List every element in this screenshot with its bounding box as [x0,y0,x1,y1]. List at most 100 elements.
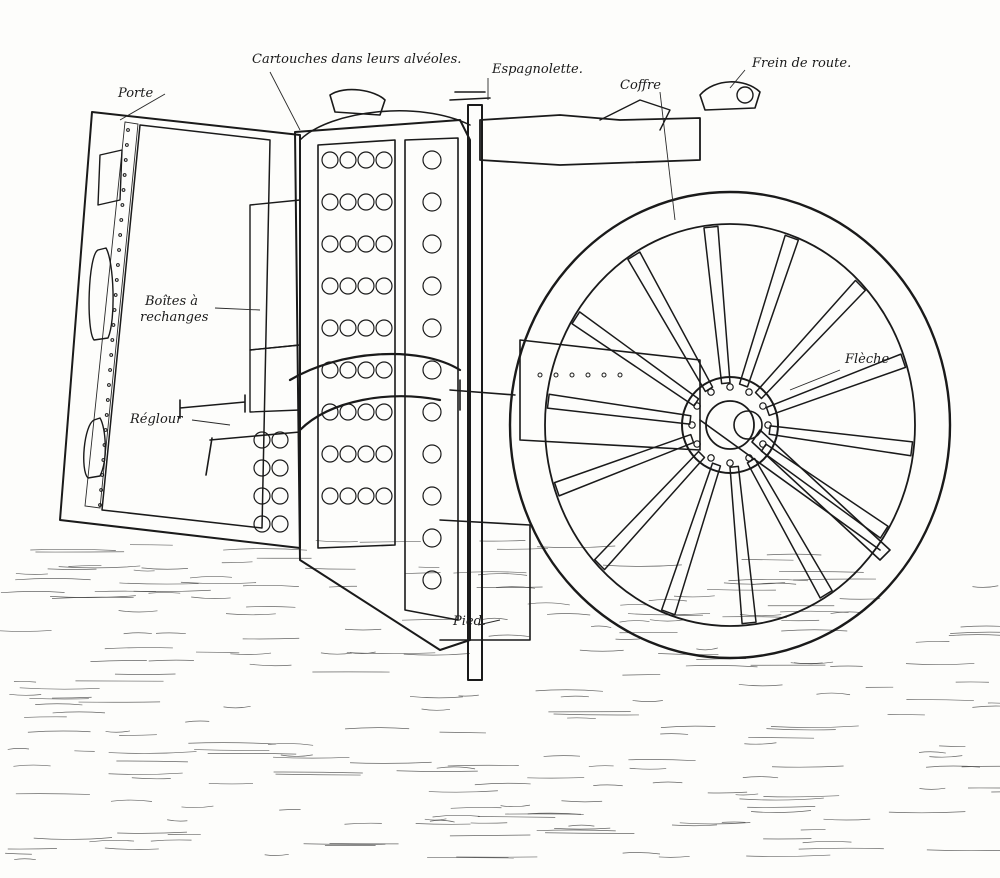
ground-stroke [344,628,382,631]
ground-stroke [273,771,363,774]
ground-stroke [436,766,476,770]
rivet [107,383,111,387]
ground-stroke [919,787,946,790]
wheel [508,190,952,660]
ground-stroke [839,598,881,600]
cartridge-cell [422,150,442,170]
cartridge-cell [357,277,375,295]
ground-stroke [207,752,297,755]
ground-stroke [90,660,147,663]
ground-stroke [679,822,751,825]
rivet [108,368,112,372]
ground-stroke [123,632,152,635]
ground-stroke [766,728,836,731]
ground-stroke [536,829,616,832]
wheel-spoke [765,353,907,417]
ground-stroke [50,595,136,598]
ground-stroke [615,638,640,640]
ground-stroke [751,810,811,813]
ground-stroke [554,827,611,830]
ground-stroke [180,581,257,585]
rivet [601,372,607,378]
cartridge-cell [375,361,393,379]
ground-stroke [396,770,478,772]
wheel-spoke [703,225,731,385]
ground-stroke [987,702,1000,704]
rivet [617,372,623,378]
ground-stroke [738,684,783,687]
ground-stroke [593,784,623,787]
ground-stroke [133,569,155,572]
ground-stroke [560,695,589,698]
ground-stroke [409,696,463,699]
cartridge-cell [339,445,357,463]
ground-stroke [793,661,834,665]
ground-stroke [629,767,667,770]
ground-stroke [167,819,188,822]
rivet [98,503,102,507]
coffre-top [329,81,761,166]
ground-stroke [432,814,480,818]
cartridge-cell [357,319,375,337]
ground-stroke [133,589,211,592]
ground-stroke [950,631,1000,634]
rivet [117,248,121,252]
ground-stroke [476,586,543,588]
axle-end [733,410,763,440]
ground-stroke [728,578,809,582]
ground-stroke [33,837,113,840]
ground-stroke [7,848,57,850]
ground-stroke [429,819,455,823]
ground-stroke [798,847,884,850]
ground-stroke [496,547,548,550]
cartridge-cell [339,487,357,505]
ground-stroke [404,572,441,574]
ground-stroke [500,804,531,808]
cartridge-cell [422,528,442,548]
ground-stroke [482,617,508,620]
rivet [553,372,559,378]
cartridge-cell [321,277,339,295]
cartridge-cell [271,515,289,533]
ground-stroke [359,541,421,543]
ground-stroke [155,632,186,635]
ground-stroke [418,566,440,569]
ground-stroke [660,725,716,729]
ground-stroke [13,681,37,683]
ground-stroke [744,742,777,745]
ground-stroke [742,776,779,779]
cartridge-cell [321,193,339,211]
cartridge-cell [253,459,271,477]
ground-stroke [453,571,527,574]
ground-stroke [622,852,661,855]
ground-stroke [329,585,357,588]
hub-bolt [693,440,701,448]
cartridge-cell [253,487,271,505]
rivet [110,338,115,342]
ground-stroke [766,553,822,556]
ground-stroke [816,692,851,696]
ground-stroke [458,694,479,697]
cartridge-cell [357,193,375,211]
ground-stroke [547,613,591,616]
ground-stroke [185,720,210,723]
ground-stroke [888,811,966,814]
ground-stroke [415,823,471,825]
cartridge-cell [321,487,339,505]
label-espagnolette: Espagnolette. [492,62,583,77]
ground-stroke [649,619,686,622]
ground-stroke [905,663,975,666]
rivet [100,473,105,477]
ground-stroke [230,652,272,655]
ground-stroke [320,652,353,655]
rivet [123,158,128,162]
cartridge-cell [375,235,393,253]
ground-stroke [104,647,173,650]
ground-stroke [800,828,826,831]
ground-stroke [622,674,661,676]
ground-stroke [427,856,514,859]
ground-stroke [553,713,639,716]
door [59,111,301,549]
ground-hatching [0,540,1000,861]
